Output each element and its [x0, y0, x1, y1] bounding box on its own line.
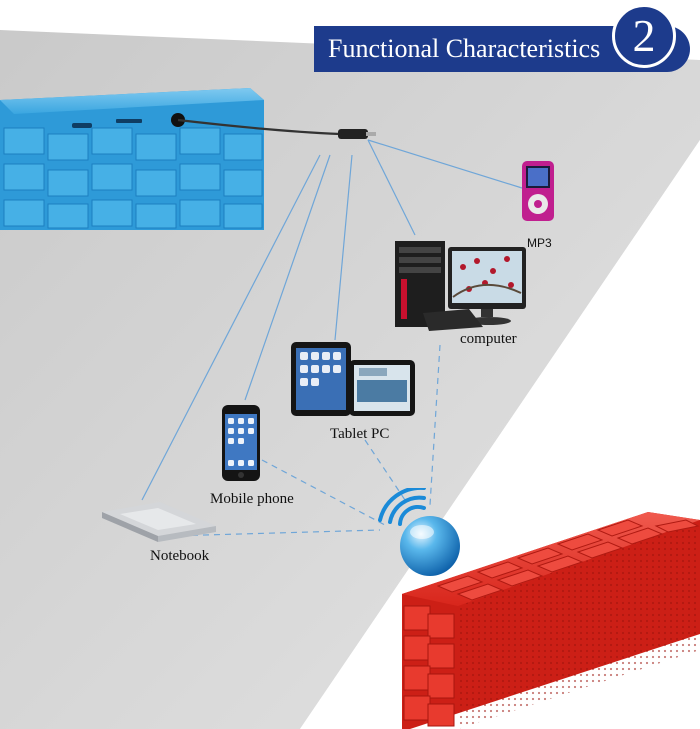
red-speaker — [402, 512, 700, 729]
section-number-badge: 2 — [612, 4, 676, 68]
mobile-phone-label: Mobile phone — [210, 491, 294, 507]
notebook-icon — [102, 502, 216, 542]
computer-label: computer — [460, 331, 517, 347]
mp3-label: MP3 — [527, 236, 552, 250]
tablet-label: Tablet PC — [330, 426, 390, 442]
bluetooth-signal-icon — [378, 488, 460, 576]
tablet-icon — [291, 342, 415, 416]
mp3-player-icon — [522, 161, 554, 221]
header-title: Functional Characteristics — [328, 34, 601, 63]
blue-speaker — [0, 88, 264, 230]
mobile-phone-icon — [222, 405, 260, 481]
notebook-label: Notebook — [150, 548, 210, 564]
desktop-computer-icon — [395, 241, 526, 331]
